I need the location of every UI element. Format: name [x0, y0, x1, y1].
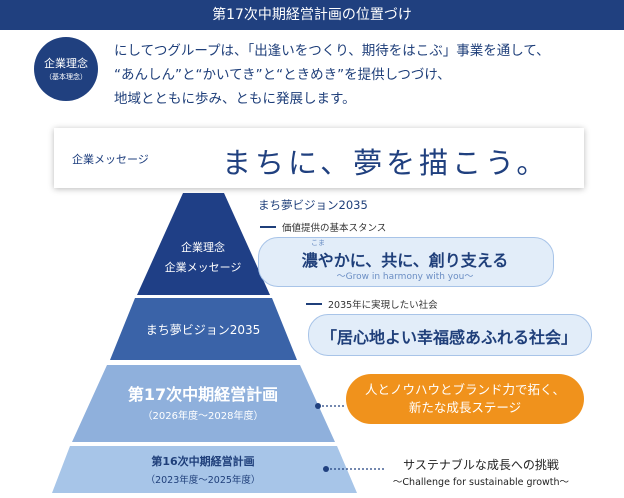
pyramid-plan16-title: 第16次中期経営計画	[151, 455, 255, 468]
philosophy-badge: 企業理念 （基本理念）	[34, 37, 98, 101]
connector-dot-plan17	[315, 403, 321, 409]
philosophy-badge-title: 企業理念	[44, 57, 88, 70]
vision-title: まち夢ビジョン2035	[258, 198, 368, 212]
pyramid-top-line-1: 企業理念	[181, 241, 225, 254]
philosophy-badge-subtitle: （基本理念）	[45, 73, 87, 81]
society-label: 2035年に実現したい社会	[328, 300, 438, 311]
plan16-callout-sub: ～Challenge for sustainable growth～	[392, 477, 570, 488]
plan17-callout-line-1: 人とノウハウとブランド力で拓く、	[364, 382, 565, 397]
message-main: まちに、夢を描こう。	[222, 146, 550, 180]
connector-dot-plan16	[323, 466, 329, 472]
plan17-callout-line-2: 新たな成長ステージ	[408, 400, 522, 415]
society-dash	[306, 303, 322, 305]
pyramid-level-top	[137, 193, 270, 295]
philosophy-text: にしてつグループは、「出逢いをつくり、期待をはこぶ」事業を通して、 “あんしん”…	[114, 39, 550, 111]
pyramid-level-vision	[110, 298, 297, 360]
pyramid-level-plan16	[52, 446, 357, 493]
message-box	[54, 128, 584, 188]
stance-sub: ～Grow in harmony with you～	[336, 272, 474, 282]
society-main: 「居心地よい幸福感あふれる社会」	[320, 328, 577, 347]
stance-dash	[260, 226, 276, 228]
philosophy-line-3: 地域とともに歩み、ともに発展します。	[114, 91, 356, 107]
message-label: 企業メッセージ	[72, 153, 149, 166]
pyramid-plan16-period: （2023年度～2025年度）	[145, 475, 261, 486]
pyramid-vision-label: まち夢ビジョン2035	[145, 323, 261, 337]
stance-label: 価値提供の基本スタンス	[282, 223, 387, 234]
pyramid-level-plan17	[72, 365, 335, 442]
plan16-callout-main: サステナブルな成長への挑戦	[403, 458, 559, 472]
pyramid-plan17-period: （2026年度～2028年度）	[142, 411, 264, 422]
philosophy-line-1: にしてつグループは、「出逢いをつくり、期待をはこぶ」事業を通して、	[114, 43, 550, 59]
plan17-callout	[346, 374, 584, 424]
pyramid-top-line-2: 企業メッセージ	[164, 261, 242, 274]
stance-ruby: こま	[311, 239, 325, 247]
stance-main: 濃やかに、共に、創り支える	[301, 251, 509, 270]
pyramid-top-label: 企業理念 企業メッセージ	[143, 238, 263, 278]
page-title: 第17次中期経営計画の位置づけ	[0, 0, 624, 30]
stance-pill	[258, 237, 554, 287]
pyramid-plan17-title: 第17次中期経営計画	[127, 385, 279, 404]
society-pill	[308, 314, 592, 356]
philosophy-line-2: “あんしん”と“かいてき”と“ときめき”を提供しつづけ、	[114, 67, 451, 83]
plan17-callout-text: 人とノウハウとブランド力で拓く、 新たな成長ステージ	[346, 381, 584, 417]
